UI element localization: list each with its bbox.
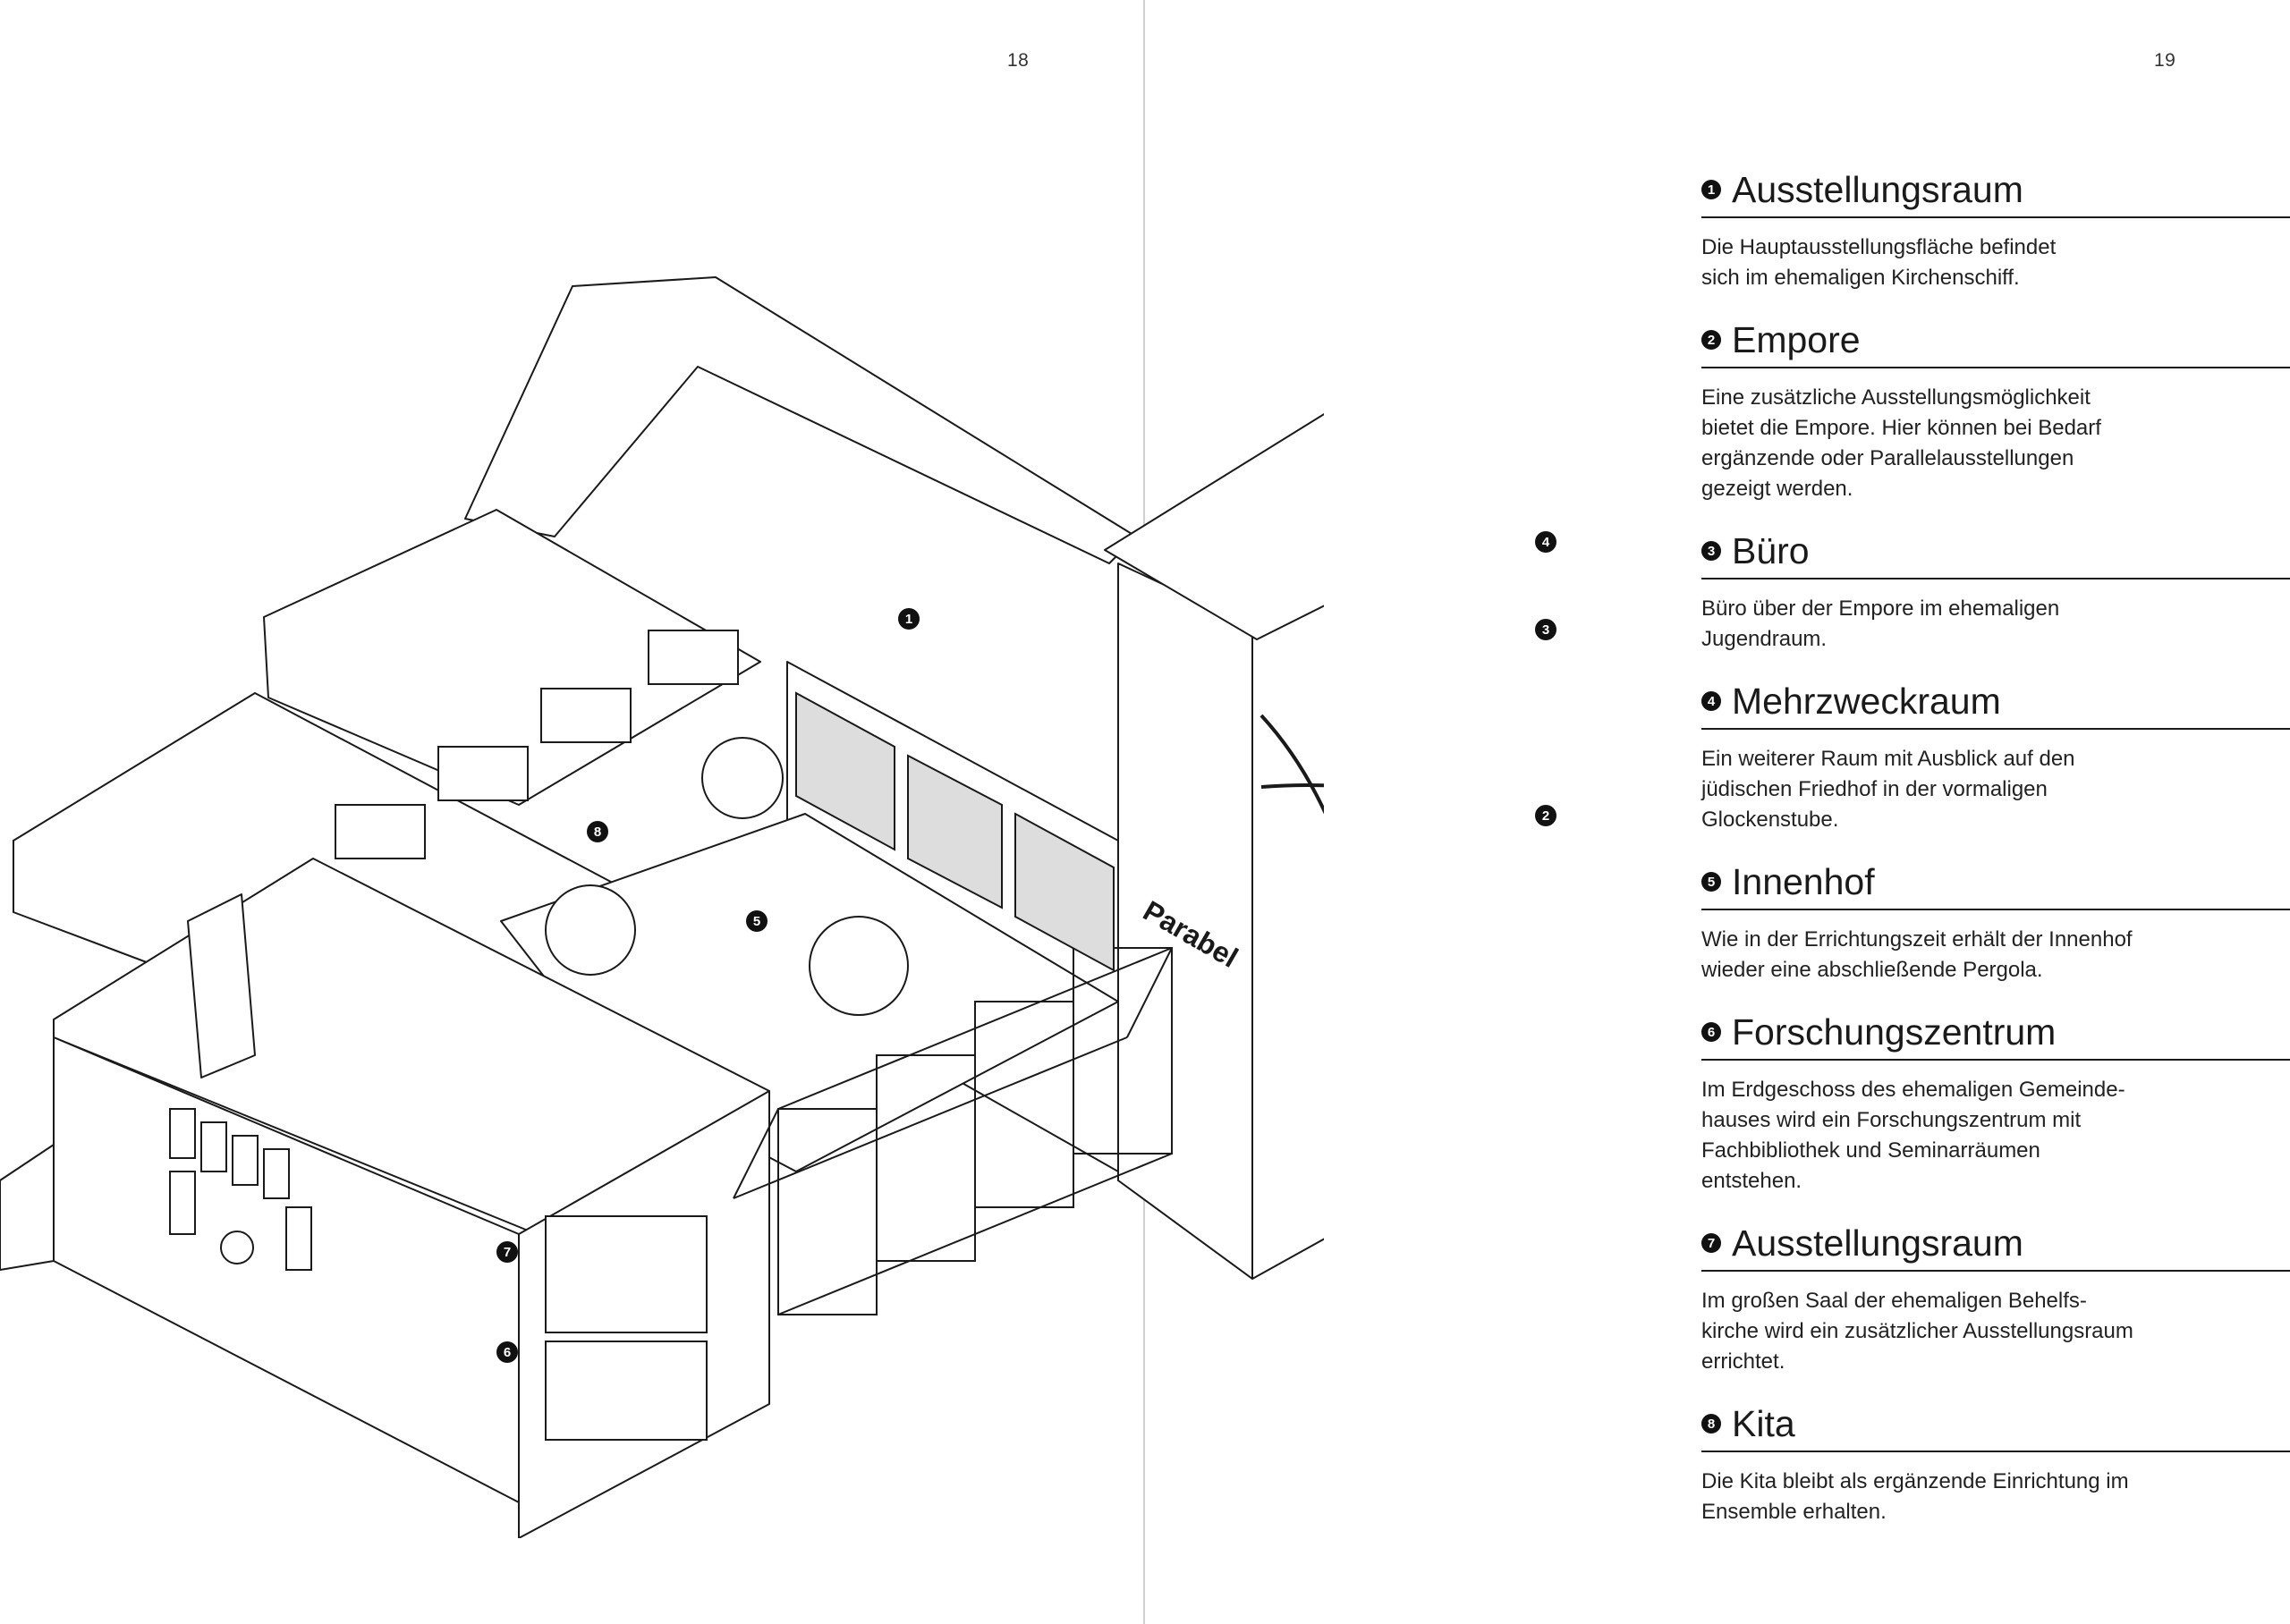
legend-line: Eine zusätzliche Ausstellungsmöglichkeit [1701, 385, 2091, 410]
legend-description: Eine zusätzliche Ausstellungsmöglichkeit… [1701, 383, 2202, 504]
legend-entry-4: 4 Mehrzweckraum Ein weiterer Raum mit Au… [1701, 678, 2290, 835]
tower-roof [1104, 412, 1324, 640]
pergola [733, 947, 1173, 1315]
legend-line: ergänzende oder Parallelausstellungen [1701, 446, 2074, 470]
building-illustration [0, 276, 1324, 1538]
legend-entry-head: 8 Kita [1701, 1400, 2290, 1452]
chimney [187, 893, 256, 1078]
legend-line: jüdischen Friedhof in der vormaligen [1701, 777, 2048, 801]
legend-line: Die Hauptausstellungsfläche befindet [1701, 235, 2057, 259]
legend-title: Ausstellungsraum [1732, 169, 2023, 210]
legend-number: 3 [1701, 541, 1721, 561]
legend-line: Ein weiterer Raum mit Ausblick auf den [1701, 747, 2075, 771]
legend-line: errichtet. [1701, 1349, 1785, 1374]
legend-entry-head: 6 Forschungszentrum [1701, 1009, 2290, 1061]
legend-title: Mehrzweckraum [1732, 681, 2001, 722]
tower-arcs [1260, 714, 1324, 815]
legend-number: 5 [1701, 872, 1721, 892]
legend-title: Empore [1732, 319, 1861, 360]
legend-number: 1 [1701, 180, 1721, 199]
legend-description: Ein weiterer Raum mit Ausblick auf den j… [1701, 744, 2202, 835]
legend-title: Büro [1732, 530, 1810, 571]
legend-entry-head: 5 Innenhof [1701, 859, 2290, 910]
marker-6: 6 [496, 1341, 518, 1363]
marker-5: 5 [746, 910, 768, 932]
page-number-right: 19 [2154, 50, 2176, 71]
legend-entry-7: 7 Ausstellungsraum Im großen Saal der eh… [1701, 1220, 2290, 1377]
legend-line: Fachbibliothek und Seminarräumen [1701, 1138, 2040, 1163]
legend-description: Im Erdgeschoss des ehemaligen Gemeinde- … [1701, 1075, 2202, 1197]
legend-description: Büro über der Empore im ehemaligen Jugen… [1701, 594, 2202, 655]
legend-line: Glockenstube. [1701, 808, 1839, 832]
marker-3: 3 [1535, 619, 1556, 640]
legend-entry-head: 3 Büro [1701, 528, 2290, 579]
legend-entry-6: 6 Forschungszentrum Im Erdgeschoss des e… [1701, 1009, 2290, 1197]
legend-entry-1: 1 Ausstellungsraum Die Hauptausstellungs… [1701, 166, 2290, 293]
front-windows [169, 1108, 708, 1441]
legend-title: Ausstellungsraum [1732, 1222, 2023, 1264]
marker-7: 7 [496, 1241, 518, 1263]
legend-entry-head: 4 Mehrzweckraum [1701, 678, 2290, 730]
legend-line: bietet die Empore. Hier können bei Bedar… [1701, 416, 2101, 440]
nave-roof [464, 276, 1137, 564]
legend-number: 8 [1701, 1414, 1721, 1434]
legend-entry-head: 1 Ausstellungsraum [1701, 166, 2290, 218]
legend-entry-8: 8 Kita Die Kita bleibt als ergänzende Ei… [1701, 1400, 2290, 1527]
legend-title: Kita [1732, 1403, 1795, 1444]
legend-description: Im großen Saal der ehemaligen Behelfs- k… [1701, 1286, 2202, 1377]
legend-title: Forschungszentrum [1732, 1011, 2057, 1053]
legend-number: 6 [1701, 1022, 1721, 1042]
legend-line: sich im ehemaligen Kirchenschiff. [1701, 266, 2020, 290]
legend-line: hauses wird ein Forschungszentrum mit [1701, 1108, 2082, 1132]
rear-building-roof [263, 509, 761, 806]
dormer-windows [335, 630, 739, 859]
nave-panels [795, 691, 1115, 972]
marker-2: 2 [1535, 805, 1556, 826]
legend-entry-head: 2 Empore [1701, 317, 2290, 368]
marker-1: 1 [898, 608, 920, 630]
legend-line: Die Kita bleibt als ergänzende Einrichtu… [1701, 1469, 2129, 1493]
legend-description: Die Kita bleibt als ergänzende Einrichtu… [1701, 1467, 2202, 1527]
legend-number: 7 [1701, 1233, 1721, 1253]
legend-line: entstehen. [1701, 1169, 1802, 1193]
legend-line: gezeigt werden. [1701, 477, 1853, 501]
legend-line: Im Erdgeschoss des ehemaligen Gemeinde- [1701, 1078, 2125, 1102]
marker-4: 4 [1535, 531, 1556, 553]
legend-line: Ensemble erhalten. [1701, 1500, 1887, 1524]
legend-line: Jugendraum. [1701, 627, 1828, 651]
legend-entry-5: 5 Innenhof Wie in der Errichtungszeit er… [1701, 859, 2290, 985]
legend-number: 2 [1701, 330, 1721, 350]
legend-title: Innenhof [1732, 861, 1875, 902]
legend-line: Büro über der Empore im ehemaligen [1701, 596, 2060, 621]
legend-entry-3: 3 Büro Büro über der Empore im ehemalige… [1701, 528, 2290, 655]
legend-line: Im großen Saal der ehemaligen Behelfs- [1701, 1289, 2087, 1313]
marker-8: 8 [587, 821, 608, 842]
legend-description: Wie in der Errichtungszeit erhält der In… [1701, 925, 2202, 985]
legend-entry-head: 7 Ausstellungsraum [1701, 1220, 2290, 1272]
ground-plinth [0, 1144, 55, 1271]
legend-number: 4 [1701, 691, 1721, 711]
trees [545, 737, 909, 1016]
legend-entry-2: 2 Empore Eine zusätzliche Ausstellungsmö… [1701, 317, 2290, 504]
legend-description: Die Hauptausstellungsfläche befindet sic… [1701, 233, 2202, 293]
legend: 1 Ausstellungsraum Die Hauptausstellungs… [1701, 166, 2290, 1551]
legend-line: Wie in der Errichtungszeit erhält der In… [1701, 927, 2133, 952]
page-number-left: 18 [1007, 50, 1030, 71]
legend-line: kirche wird ein zusätzlicher Ausstellung… [1701, 1319, 2133, 1343]
legend-line: wieder eine abschließende Pergola. [1701, 958, 2043, 982]
